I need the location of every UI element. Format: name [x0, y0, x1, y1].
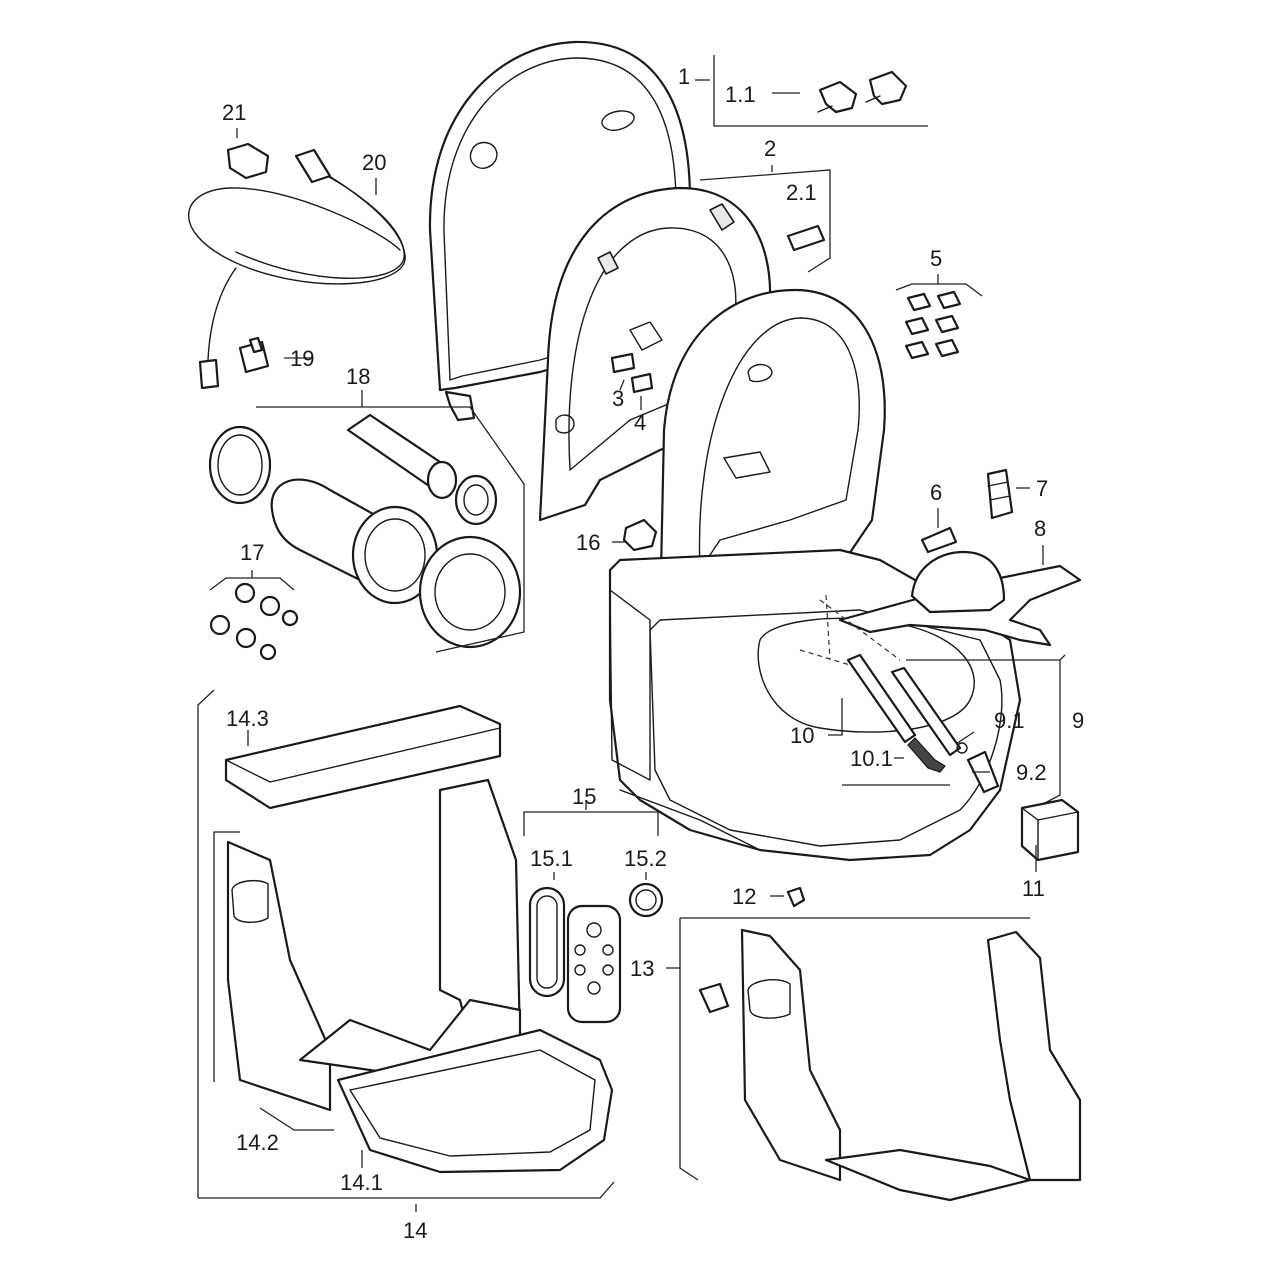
label-19: 19 [290, 346, 314, 371]
label-16: 16 [576, 530, 600, 555]
angle-valve [238, 336, 270, 374]
label-10-1: 10.1 [850, 746, 893, 771]
fitting-6 [920, 526, 958, 554]
pin-2-1 [786, 224, 826, 252]
washer-set [209, 582, 299, 661]
label-9-2: 9.2 [1016, 760, 1047, 785]
buffer-pads [904, 290, 962, 360]
remote-control [528, 882, 664, 1024]
label-3: 3 [612, 386, 624, 411]
label-10: 10 [790, 723, 814, 748]
label-8: 8 [1034, 516, 1046, 541]
label-2: 2 [764, 136, 776, 161]
hinge-clips [817, 70, 908, 114]
label-5: 5 [930, 246, 942, 271]
label-1: 1 [678, 64, 690, 89]
label-13: 13 [630, 956, 654, 981]
ceramic-bowl [608, 548, 1022, 862]
label-11: 11 [1022, 876, 1045, 901]
nozzle-rods [799, 594, 1000, 794]
label-12: 12 [732, 884, 756, 909]
label-2-1: 2.1 [786, 180, 817, 205]
connector-21 [226, 142, 270, 180]
label-7: 7 [1036, 476, 1048, 501]
side-panel-pair [698, 928, 1082, 1202]
label-21: 21 [222, 100, 246, 125]
cube-block [1020, 798, 1080, 862]
label-14-1: 14.1 [340, 1170, 383, 1195]
label-20: 20 [362, 150, 386, 175]
pipe-set [208, 413, 522, 649]
label-14-2: 14.2 [236, 1130, 279, 1155]
label-14-3: 14.3 [226, 706, 269, 731]
label-14: 14 [403, 1218, 427, 1243]
label-9-1: 9.1 [994, 708, 1025, 733]
label-15: 15 [572, 784, 596, 809]
dome-bracket [838, 550, 1082, 647]
label-17: 17 [240, 540, 264, 565]
knob-16 [622, 518, 658, 552]
pins-3-4 [610, 352, 654, 394]
cover-plate [224, 704, 502, 810]
part-labels: 1 1.1 2 2.1 3 4 5 6 7 8 9 9.1 9.2 10 10.… [222, 64, 1084, 1243]
screw-12 [786, 886, 806, 908]
supply-hose [188, 148, 406, 390]
label-9: 9 [1072, 708, 1084, 733]
label-4: 4 [634, 410, 646, 435]
label-6: 6 [930, 480, 942, 505]
seat-cover-mounted [658, 288, 886, 622]
bottom-tray [336, 1028, 614, 1174]
label-15-1: 15.1 [530, 846, 573, 871]
label-1-1: 1.1 [725, 82, 756, 107]
label-18: 18 [346, 364, 370, 389]
leader-lines [197, 55, 1066, 1212]
label-15-2: 15.2 [624, 846, 667, 871]
fitting-7 [986, 468, 1014, 520]
